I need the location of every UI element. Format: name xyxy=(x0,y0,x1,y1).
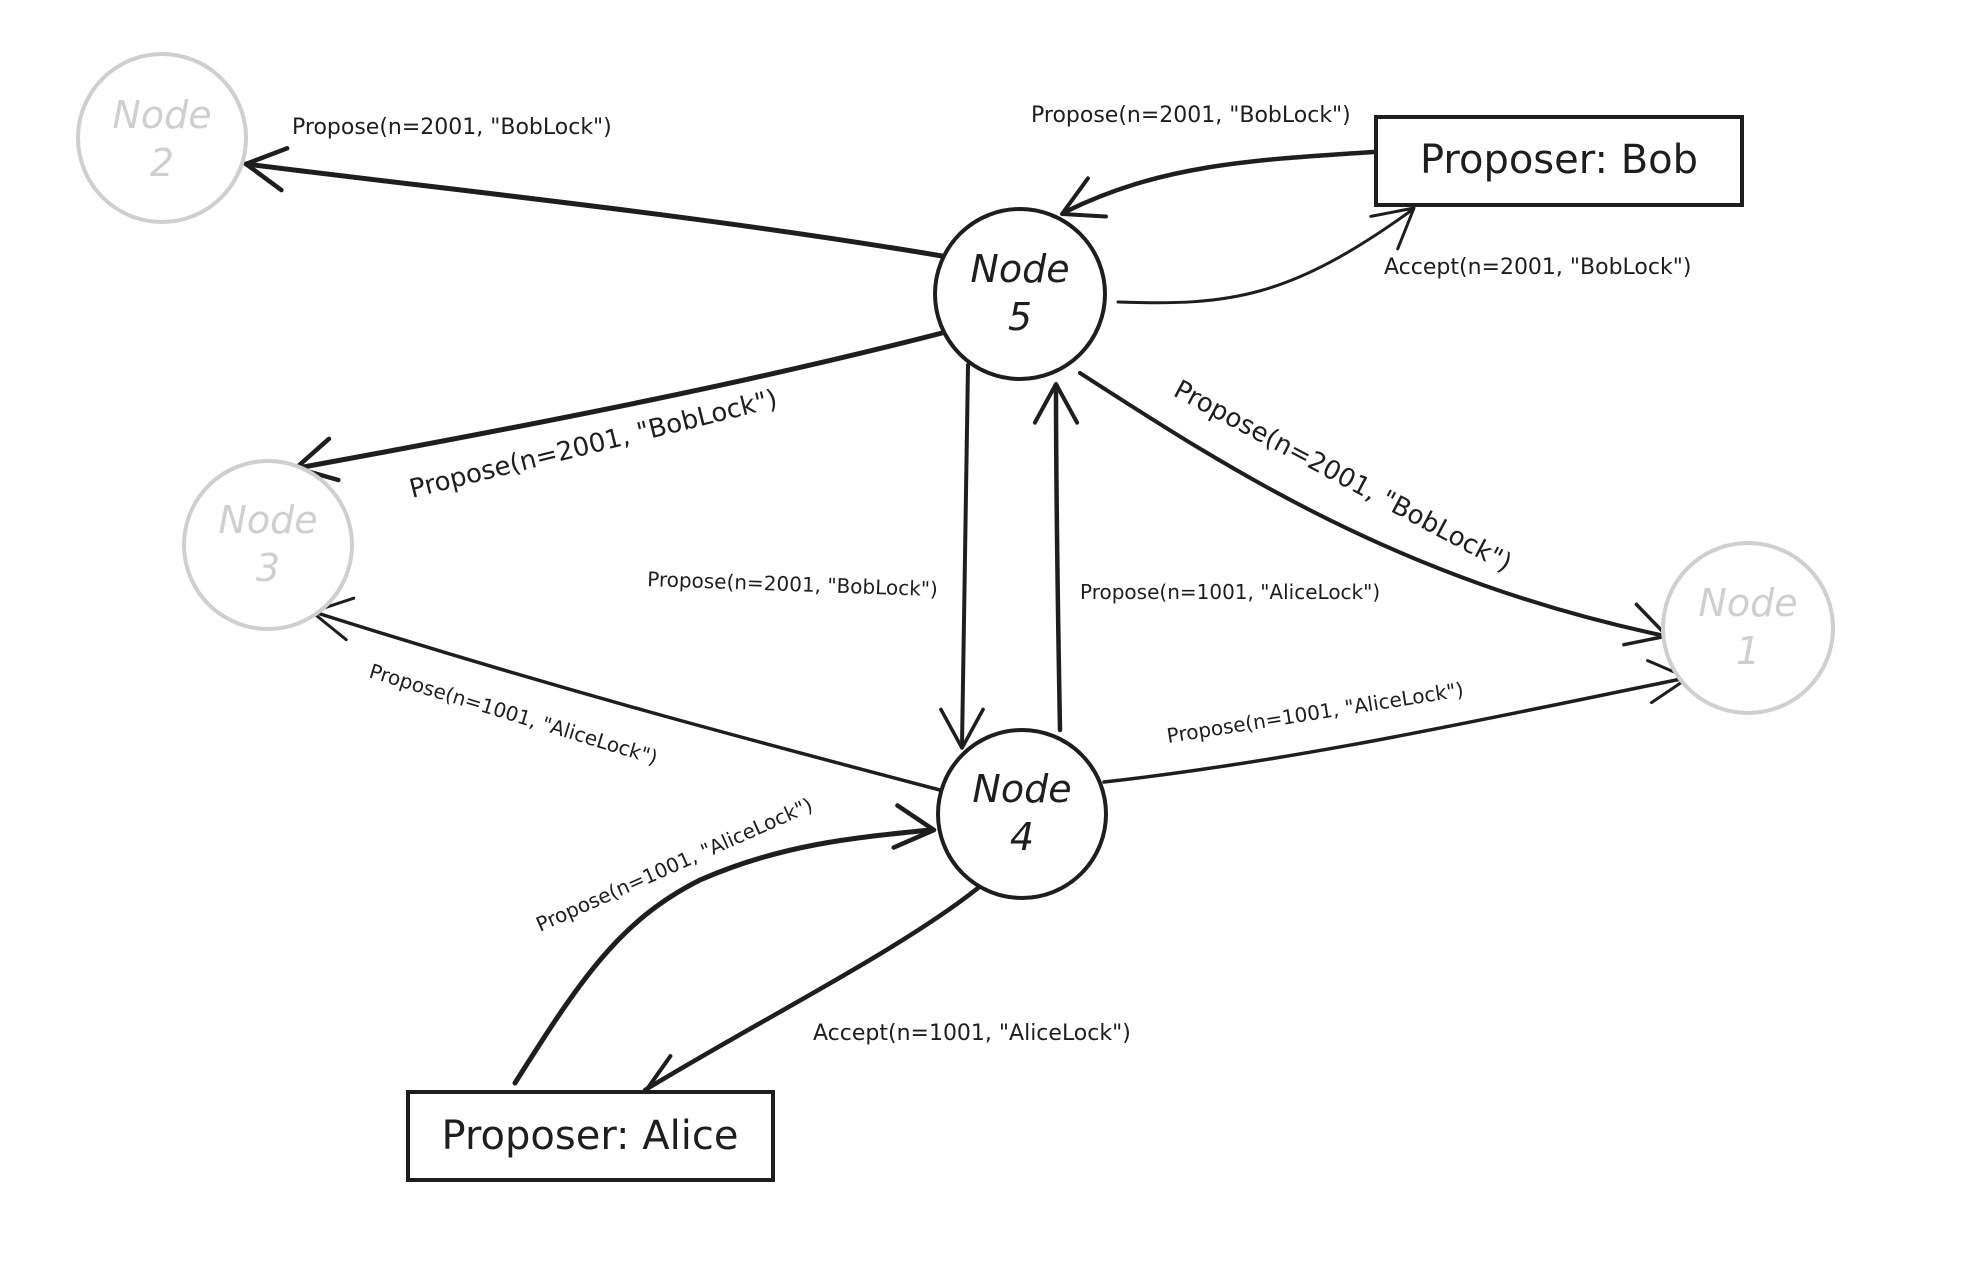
edge-node4-to-node5 xyxy=(1032,382,1080,733)
node-1-label-line2: 1 xyxy=(1736,629,1760,673)
edge-line-node5-to-node3 xyxy=(295,330,945,471)
node-4-label-line2: 4 xyxy=(1010,815,1034,859)
edge-node5-to-node3 xyxy=(293,330,945,483)
edge-label-node4-to-alice: Accept(n=1001, "AliceLock") xyxy=(813,1021,1131,1046)
edge-line-alice-to-node4 xyxy=(512,827,933,1086)
proposer-alice-label: Proposer: Alice xyxy=(442,1113,739,1159)
edge-label-node4-to-node1: Propose(n=1001, "AliceLock") xyxy=(1165,677,1465,748)
arrowhead-icon xyxy=(891,803,937,850)
edge-line-bob-to-node5 xyxy=(1062,149,1376,215)
edges-layer xyxy=(243,146,1690,1096)
node-5-label-line2: 5 xyxy=(1008,295,1032,339)
arrowhead-icon xyxy=(1369,206,1416,251)
edge-label-node5-to-node4: Propose(n=2001, "BobLock") xyxy=(647,567,938,601)
edge-label-node4-to-node3: Propose(n=1001, "AliceLock") xyxy=(367,659,661,770)
edge-label-node5-to-node2: Propose(n=2001, "BobLock") xyxy=(292,115,612,140)
node-2-label-line1: Node xyxy=(112,93,211,137)
edge-line-node4-to-node3 xyxy=(312,610,942,792)
edge-line-node5-to-node2 xyxy=(243,161,951,260)
edge-label-bob-to-node5: Propose(n=2001, "BobLock") xyxy=(1031,103,1351,128)
proposer-bob-label: Proposer: Bob xyxy=(1420,137,1698,183)
proposer-bob-box xyxy=(1374,115,1744,207)
edge-alice-to-node4 xyxy=(512,803,937,1086)
edge-label-alice-to-node4: Propose(n=1001, "AliceLock") xyxy=(532,793,816,937)
edge-label-node4-to-node5: Propose(n=1001, "AliceLock") xyxy=(1080,580,1380,604)
node-2-label-line2: 2 xyxy=(150,141,174,185)
edge-line-node5-to-node4 xyxy=(960,363,970,747)
arrowhead-icon xyxy=(1032,382,1080,425)
node-1-circle xyxy=(1661,541,1835,715)
arrowhead-icon xyxy=(243,146,290,193)
edge-label-node5-to-node3: Propose(n=2001, "BobLock") xyxy=(406,384,780,505)
arrowhead-icon xyxy=(939,707,985,750)
node-5-circle xyxy=(933,207,1107,381)
edge-label-node5-to-bob: Accept(n=2001, "BobLock") xyxy=(1384,255,1691,280)
edge-line-node4-to-node1 xyxy=(1102,676,1688,784)
proposer-alice-box xyxy=(406,1090,775,1182)
edge-line-node4-to-alice xyxy=(642,885,981,1093)
arrowhead-icon xyxy=(1622,602,1669,647)
edge-bob-to-node5 xyxy=(1060,149,1376,219)
node-1-label-line1: Node xyxy=(1698,581,1797,625)
node-4[interactable]: Node 4 xyxy=(936,728,1108,900)
edge-node4-to-node3 xyxy=(310,596,942,792)
edge-line-node5-to-node1 xyxy=(1078,371,1667,638)
arrowhead-icon xyxy=(1060,176,1108,219)
node-3-circle xyxy=(182,459,354,631)
edge-label-node5-to-node1: Propose(n=2001, "BobLock") xyxy=(1169,375,1517,579)
edge-node5-to-bob xyxy=(1116,206,1416,305)
node-5-label-line1: Node xyxy=(970,247,1069,291)
edge-line-node5-to-bob xyxy=(1116,208,1414,305)
edge-node5-to-node4 xyxy=(939,363,985,750)
node-5[interactable]: Node 5 xyxy=(933,207,1107,381)
node-3[interactable]: Node 3 xyxy=(182,459,354,631)
edge-node4-to-alice xyxy=(642,885,981,1096)
proposer-alice[interactable]: Proposer: Alice xyxy=(406,1090,775,1182)
node-3-label-line2: 3 xyxy=(256,546,280,590)
edge-line-node4-to-node5 xyxy=(1053,383,1063,733)
node-2-circle xyxy=(76,52,248,224)
node-4-circle xyxy=(936,728,1108,900)
node-1[interactable]: Node 1 xyxy=(1661,541,1835,715)
node-3-label-line1: Node xyxy=(218,498,317,542)
node-4-label-line1: Node xyxy=(972,767,1071,811)
proposer-bob[interactable]: Proposer: Bob xyxy=(1374,115,1744,207)
node-2[interactable]: Node 2 xyxy=(76,52,248,224)
edge-node5-to-node2 xyxy=(243,146,951,260)
